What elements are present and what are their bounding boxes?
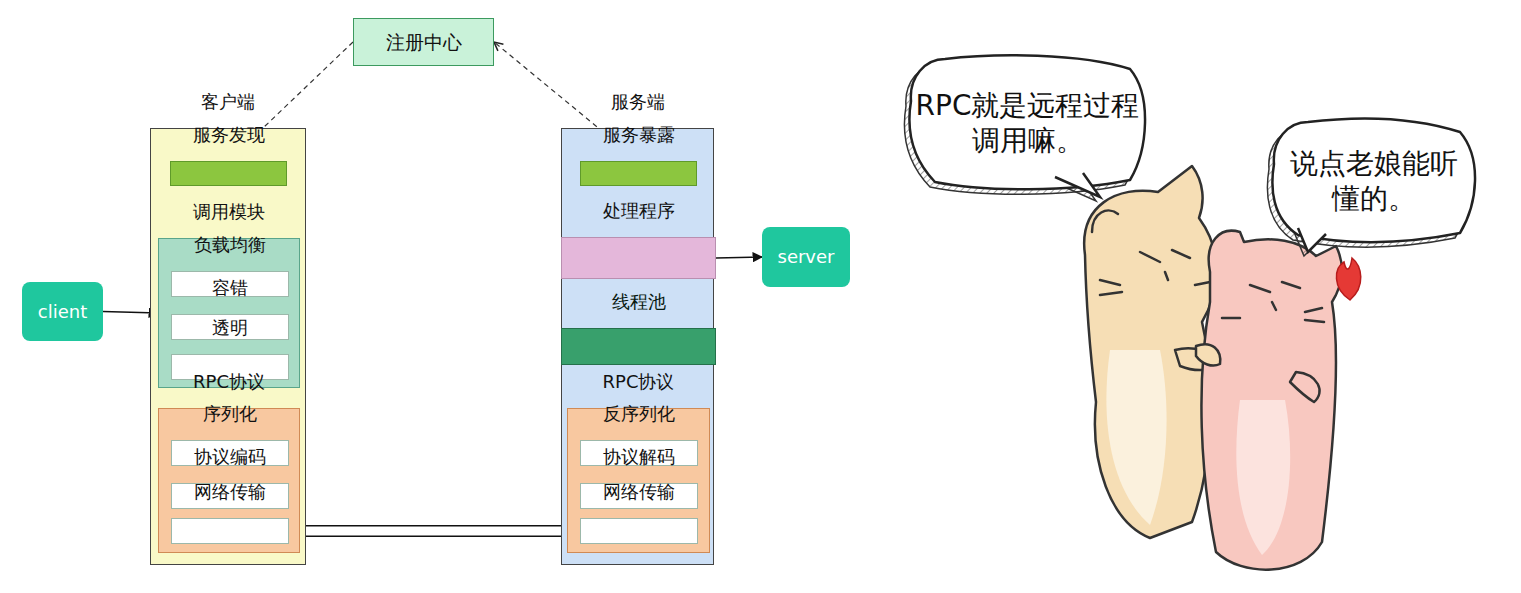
bubble-outline [1268, 118, 1480, 243]
bubble-body [1272, 118, 1475, 242]
step-box: 网络传输 [171, 518, 289, 544]
box-label: 网络传输 [172, 481, 288, 503]
registry-box: 注册中心 [353, 18, 494, 66]
flow-arrow [289, 525, 580, 527]
speech-text: RPC就是远程过程调用嘛。 [912, 88, 1144, 158]
box-label: 服务暴露 [581, 124, 696, 146]
protocol-group: 序列化协议编码网络传输RPC协议 [158, 408, 300, 553]
box-label: 处理程序 [562, 200, 715, 222]
speech-bubble: RPC就是远程过程调用嘛。 [905, 55, 1150, 190]
cream-cat-face [1100, 250, 1210, 295]
cream-cat [1084, 166, 1220, 538]
panel-heading: 服务端 [562, 91, 713, 113]
box-label: server [778, 246, 835, 268]
pink-cat-face [1222, 282, 1324, 322]
bubble-tail [1298, 228, 1326, 252]
speech-text: 说点老娘能听懂的。 [1286, 146, 1462, 216]
client-panel: 服务发现负载均衡容错透明调用模块序列化协议编码网络传输RPC协议客户端 [150, 128, 306, 565]
box-label: 协议解码 [581, 446, 697, 468]
panel-heading: 客户端 [151, 91, 305, 113]
pink-cat [1196, 231, 1342, 570]
box-label: 线程池 [562, 291, 715, 313]
box-label: RPC协议 [568, 371, 709, 393]
speech-bubble: 说点老娘能听懂的。 [1268, 118, 1480, 243]
call-module-group: 负载均衡容错透明调用模块 [158, 238, 300, 388]
thread-pool-box: 线程池 [561, 328, 716, 365]
cream-cat-belly [1106, 350, 1166, 525]
box-label: 调用模块 [159, 201, 299, 223]
server-panel: 服务暴露处理程序线程池反序列化协议解码网络传输RPC协议服务端 [561, 128, 714, 565]
discovery-box: 服务发现 [170, 161, 287, 186]
flow-arrow [716, 257, 762, 258]
box-label: RPC协议 [159, 371, 299, 393]
box-label: 容错 [172, 277, 288, 299]
protocol-group: 反序列化协议解码网络传输RPC协议 [567, 408, 710, 553]
box-label: 反序列化 [581, 403, 697, 425]
bubble-body [909, 55, 1145, 189]
exposure-box: 服务暴露 [580, 161, 697, 186]
server-node: server [762, 227, 850, 287]
cream-cat-ear [1092, 211, 1118, 232]
pink-cat-body [1201, 231, 1341, 570]
box-label: 服务发现 [171, 124, 286, 146]
box-label: 网络传输 [581, 481, 697, 503]
box-label: client [38, 301, 87, 323]
box-label: 透明 [172, 317, 288, 339]
box-label: 负载均衡 [172, 234, 288, 256]
cream-cat-hand [1196, 344, 1220, 365]
box-label: 注册中心 [386, 31, 462, 54]
pink-cat-belly [1236, 400, 1290, 555]
bubble-tail [1055, 173, 1100, 197]
box-label: 序列化 [172, 403, 288, 425]
client-node: client [22, 282, 103, 341]
heart-mark [1336, 258, 1360, 300]
pink-cat-arm [1290, 372, 1320, 402]
step-box: 网络传输 [580, 518, 698, 544]
handler-box: 处理程序 [561, 237, 716, 279]
box-label: 协议编码 [172, 446, 288, 468]
flow-arrow [289, 535, 580, 537]
bubble-outline [905, 55, 1150, 190]
